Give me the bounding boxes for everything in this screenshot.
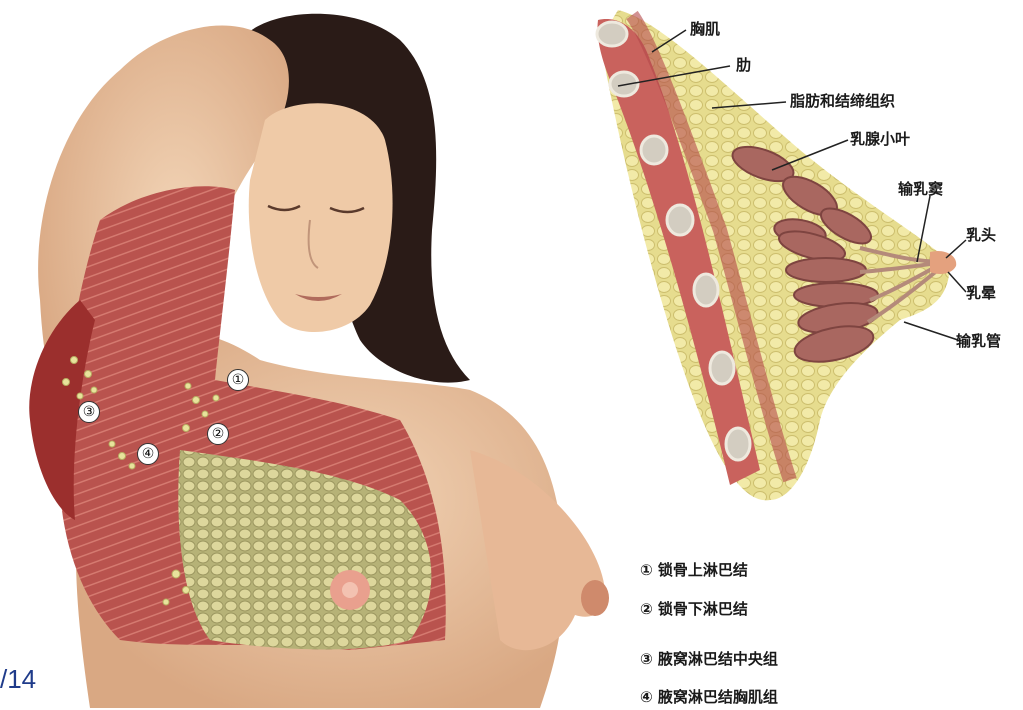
label-lactiferous-sinus: 输乳窦 <box>898 182 943 197</box>
breast-cross-section <box>597 10 966 500</box>
label-lobule: 乳腺小叶 <box>850 132 910 147</box>
female-figure <box>29 14 609 708</box>
label-fat-connective-tissue: 脂肪和结缔组织 <box>790 94 895 109</box>
lymph-marker-2: ② <box>207 423 229 445</box>
label-nipple: 乳头 <box>966 228 996 243</box>
legend-item-4: ④ 腋窝淋巴结胸肌组 <box>640 690 778 705</box>
lymph-marker-3: ③ <box>78 401 100 423</box>
legend-item-1: ① 锁骨上淋巴结 <box>640 563 748 578</box>
lymph-marker-4: ④ <box>137 443 159 465</box>
nipple <box>930 251 956 274</box>
label-rib: 肋 <box>736 58 751 73</box>
legend-item-3: ③ 腋窝淋巴结中央组 <box>640 652 778 667</box>
legend-item-2: ② 锁骨下淋巴结 <box>640 602 748 617</box>
slide-number: /14 <box>0 664 36 695</box>
label-areola: 乳晕 <box>966 286 996 301</box>
lymph-marker-1: ① <box>227 369 249 391</box>
nipple-right <box>581 580 609 616</box>
label-pectoral-muscle: 胸肌 <box>690 22 720 37</box>
label-lactiferous-duct: 输乳管 <box>956 334 1001 349</box>
